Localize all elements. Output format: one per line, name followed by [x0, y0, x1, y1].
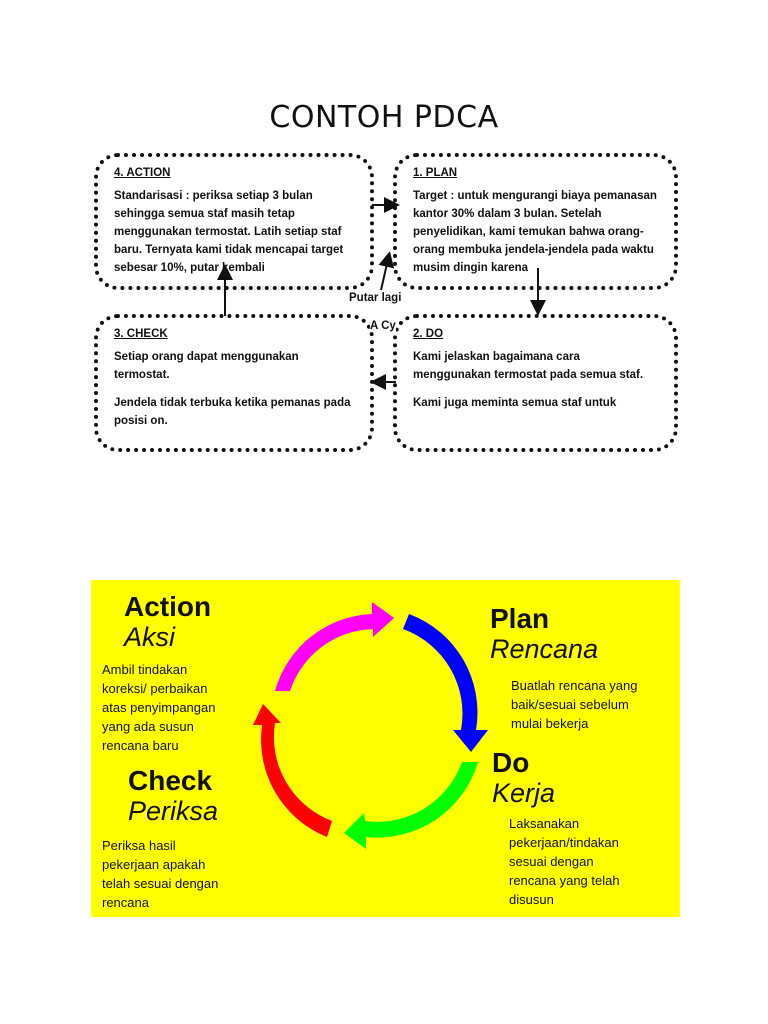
- do-phase-title: Do: [492, 747, 530, 778]
- do-phase-subtitle: Kerja: [492, 778, 556, 808]
- do-text-1: Kami jelaskan bagaimana cara menggunakan…: [413, 351, 644, 381]
- plan-box: 1. PLAN Target : untuk mengurangi biaya …: [393, 153, 678, 290]
- check-phase: Check Periksa: [128, 765, 219, 827]
- check-heading: 3. CHECK: [114, 328, 168, 340]
- do-phase-description: Laksanakan pekerjaan/tindakan sesuai den…: [509, 816, 620, 907]
- action-box: 4. ACTION Standarisasi : periksa setiap …: [94, 153, 374, 290]
- plan-heading: 1. PLAN: [413, 167, 458, 179]
- action-heading: 4. ACTION: [114, 167, 171, 179]
- check-box: 3. CHECK Setiap orang dapat menggunakan …: [94, 314, 374, 452]
- do-phase: Do Kerja: [492, 747, 556, 809]
- arrow-center-up: [378, 251, 395, 291]
- check-phase-title: Check: [128, 765, 213, 796]
- plan-phase-subtitle: Rencana: [490, 634, 599, 664]
- blue-arrow: [403, 614, 488, 752]
- action-phase-title: Action: [124, 591, 212, 622]
- check-text-1: Setiap orang dapat menggunakan termostat…: [114, 351, 299, 381]
- action-phase-description: Ambil tindakan koreksi/ perbaikan atas p…: [102, 662, 216, 753]
- center-label-a-cy: A Cy: [370, 320, 396, 332]
- plan-phase-title: Plan: [490, 603, 550, 634]
- green-arrow: [344, 762, 478, 849]
- pdca-cycle-panel: Action Aksi Ambil tindakan koreksi/ perb…: [91, 580, 680, 917]
- red-arrow: [253, 704, 332, 837]
- cycle-arrows: [253, 602, 488, 849]
- top-arrows: [217, 197, 546, 390]
- plan-text: Target : untuk mengurangi biaya pemanasa…: [413, 190, 657, 274]
- magenta-arrow: [275, 602, 394, 691]
- center-label-putar-lagi: Putar lagi: [349, 292, 402, 304]
- check-phase-subtitle: Periksa: [128, 796, 219, 826]
- action-phase-subtitle: Aksi: [124, 622, 176, 652]
- do-heading: 2. DO: [413, 328, 444, 340]
- plan-phase-description: Buatlah rencana yang baik/sesuai sebelum…: [511, 678, 638, 731]
- page-title: CONTOH PDCA: [269, 100, 499, 135]
- do-box: 2. DO Kami jelaskan bagaimana cara mengg…: [393, 314, 678, 452]
- check-text-2: Jendela tidak terbuka ketika pemanas pad…: [114, 397, 351, 427]
- do-text-2: Kami juga meminta semua staf untuk: [413, 397, 617, 409]
- check-phase-description: Periksa hasil pekerjaan apakah telah ses…: [102, 838, 219, 910]
- action-phase: Action Aksi: [124, 591, 212, 653]
- plan-phase: Plan Rencana: [490, 603, 599, 665]
